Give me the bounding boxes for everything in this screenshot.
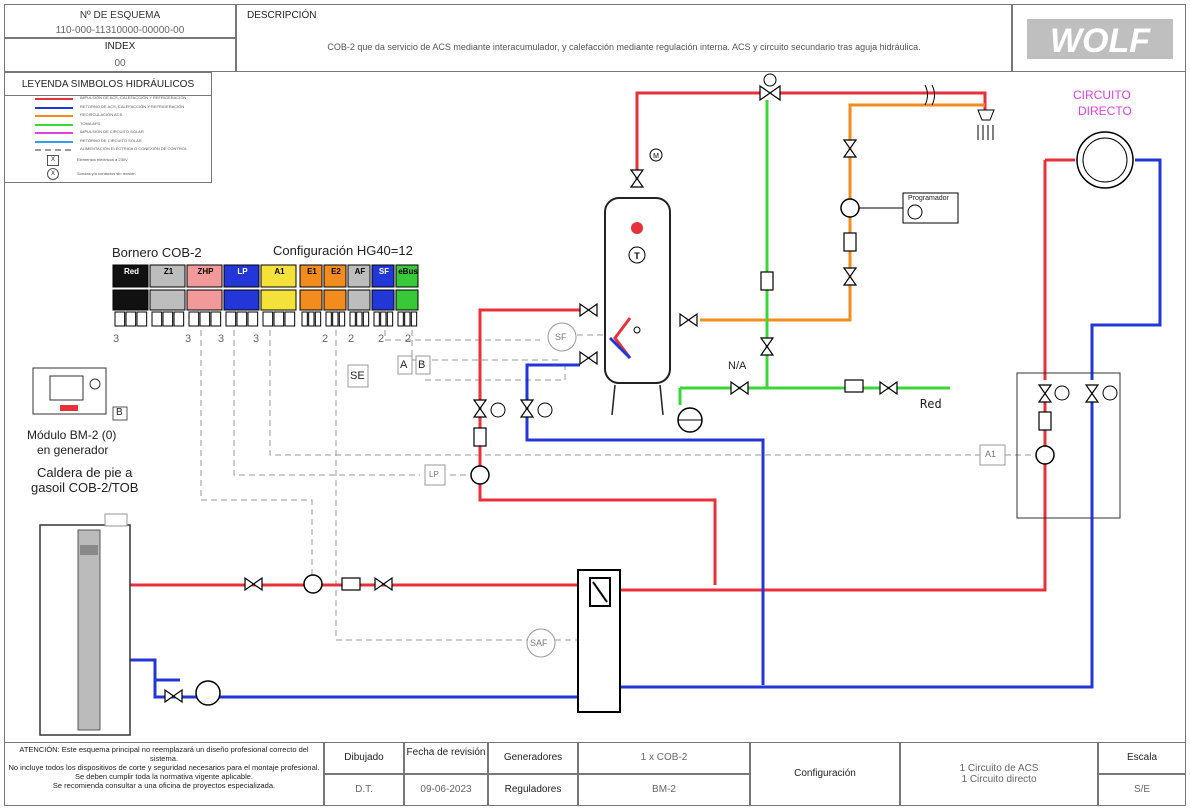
wire-count-6: 2	[348, 333, 355, 345]
module-label-2: en generador	[37, 443, 109, 457]
drawn-value: D.T.	[324, 774, 404, 806]
programmer-label: Programador	[908, 195, 949, 202]
wire-count-4: 3	[253, 333, 260, 345]
wolf-logo: WOLF	[1027, 19, 1173, 60]
legend-item-label: TOMA AFS	[80, 120, 100, 126]
footer-notice: ATENCIÓN: Este esquema principal no reem…	[4, 742, 324, 806]
legend-color-line	[35, 106, 73, 109]
wire-count-8: 2	[405, 333, 412, 345]
logo-cell: WOLF	[1012, 4, 1186, 72]
notice-line-2: No incluye todos los dispositivos de cor…	[8, 763, 320, 772]
a-label: A	[400, 359, 408, 371]
index-value: 00	[114, 58, 126, 69]
wire-count-7: 2	[378, 333, 385, 345]
saf-sensor-label: SAF	[530, 638, 548, 648]
legend-sensor-label: Sondas y/o contactos sin tensión	[77, 171, 136, 176]
wire-count-5: 2	[322, 333, 329, 345]
index-label: INDEX	[104, 41, 136, 52]
config-value-1: 1 Circuito de ACS	[959, 763, 1039, 774]
legend-color-line	[35, 123, 73, 126]
legend-item: TOMA AFS	[35, 121, 205, 129]
legend-x-symbol: X	[47, 155, 59, 166]
description-label: DESCRIPCIÓN	[247, 10, 317, 21]
legend-item-label: RECIRCULACIÓN ACS	[80, 112, 123, 117]
legend-item-label: IMPULSIÓN DE ACS, CALEFACCIÓN Y REFRIGER…	[80, 95, 187, 100]
notice-line-3: Se deben cumplir toda la normativa vigen…	[74, 772, 254, 781]
direct-circuit-label-1: CIRCUITO	[1073, 88, 1131, 102]
network-label: Red	[920, 397, 942, 411]
b-label: B	[418, 359, 426, 371]
wire-count-3: 3	[218, 333, 225, 345]
wire-count-1: 3	[113, 333, 120, 345]
date-value: 09-06-2023	[404, 774, 488, 806]
generators-value: 1 x COB-2	[578, 742, 750, 774]
legend-x-label: Elementos eléctricos a 230V	[77, 157, 128, 162]
config-values: 1 Circuito de ACS 1 Circuito directo	[900, 742, 1098, 806]
regulators-label: Reguladores	[488, 774, 578, 806]
legend-title: LEYENDA SIMBOLOS HIDRÁULICOS	[21, 79, 195, 90]
bornero-title: Bornero COB-2	[112, 245, 202, 260]
description-cell: DESCRIPCIÓN COB-2 que da servicio de ACS…	[236, 4, 1012, 72]
notice-line-1: ATENCIÓN: Este esquema principal no reem…	[19, 745, 309, 763]
direct-circuit-label-2: DIRECTO	[1078, 104, 1132, 118]
scale-value: S/E	[1098, 774, 1186, 806]
legend-item-label: ALIMENTACIÓN ELÉCTRICA O CONEXIÓN DE CON…	[80, 146, 188, 151]
scheme-number-cell: Nº DE ESQUEMA 110-000-11310000-00000-00	[4, 4, 236, 38]
wire-count-2: 3	[185, 333, 192, 345]
config-label: Configuración	[750, 742, 900, 806]
legend-box: LEYENDA SIMBOLOS HIDRÁULICOS IMPULSIÓN D…	[4, 72, 212, 183]
legend-sensor-symbol: X	[47, 168, 59, 180]
legend-item: ALIMENTACIÓN ELÉCTRICA O CONEXIÓN DE CON…	[35, 146, 205, 154]
legend-item: RETORNO DE ACS, CALEFACCIÓN Y REFRIGERAC…	[35, 104, 205, 112]
generators-label: Generadores	[488, 742, 578, 774]
legend-item: RETORNO DE CIRCUITO SOLAR	[35, 138, 205, 146]
legend-item: IMPULSIÓN DE CIRCUITO SOLAR	[35, 129, 205, 137]
lp-sensor-label: LP	[429, 470, 439, 479]
module-b-label: B	[116, 407, 123, 418]
legend-item: RECIRCULACIÓN ACS	[35, 112, 205, 120]
legend-item: IMPULSIÓN DE ACS, CALEFACCIÓN Y REFRIGER…	[35, 95, 205, 103]
legend-color-line	[35, 98, 73, 100]
legend-color-line	[35, 115, 73, 117]
boiler-label-2: gasoil COB-2/TOB	[31, 480, 139, 495]
scale-label: Escala	[1098, 742, 1186, 774]
legend-color-line	[35, 149, 73, 151]
na-label: N/A	[728, 360, 747, 372]
wolf-logo-text: WOLF	[1050, 22, 1151, 60]
legend-color-line	[35, 132, 73, 134]
sf-sensor-label: SF	[555, 332, 567, 342]
description-text: COB-2 que da servicio de ACS mediante in…	[327, 42, 921, 52]
boiler-label-1: Caldera de pie a	[37, 465, 133, 480]
legend-item-label: RETORNO DE CIRCUITO SOLAR	[80, 137, 142, 143]
scheme-number-label: Nº DE ESQUEMA	[79, 10, 161, 21]
module-label-1: Módulo BM-2 (0)	[27, 428, 117, 442]
index-cell: INDEX 00	[4, 38, 236, 72]
scheme-number-value: 110-000-11310000-00000-00	[55, 25, 185, 36]
date-label: Fecha de revisión	[404, 742, 488, 774]
regulators-value: BM-2	[578, 774, 750, 806]
config-value-2: 1 Circuito directo	[961, 774, 1037, 785]
se-label: SE	[350, 370, 365, 382]
a1-label: A1	[985, 449, 997, 459]
drawn-label: Dibujado	[324, 742, 404, 774]
legend-item-label: IMPULSIÓN DE CIRCUITO SOLAR	[80, 129, 144, 134]
legend-item-label: RETORNO DE ACS, CALEFACCIÓN Y REFRIGERAC…	[80, 103, 185, 109]
legend-color-line	[35, 140, 73, 143]
notice-line-4: Se recomienda consultar a una oficina de…	[52, 781, 276, 790]
config-title: Configuración HG40=12	[273, 243, 413, 258]
